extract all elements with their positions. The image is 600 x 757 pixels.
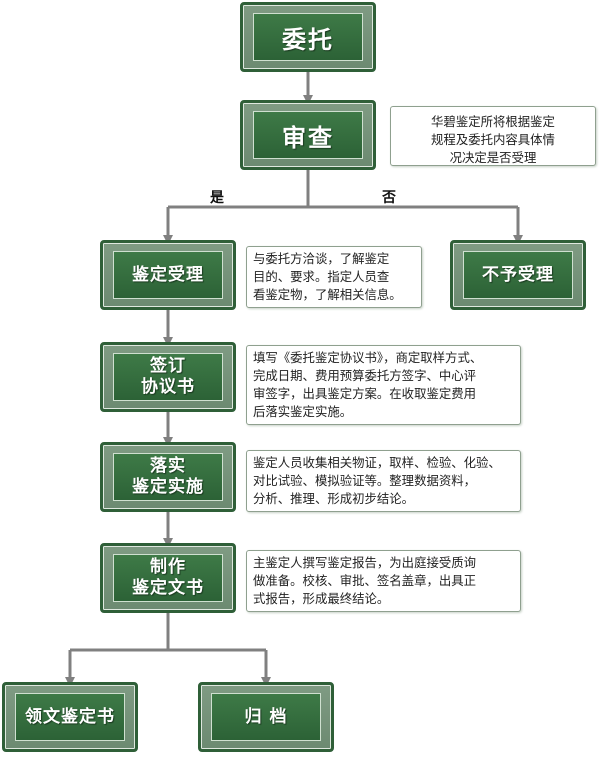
step-reject-label: 不予受理	[482, 264, 554, 285]
step-receive-label: 领文鉴定书	[25, 706, 115, 727]
note-review-line: 规程及委托内容具体情	[431, 132, 555, 147]
note-accept-line: 目的、要求。指定人员查	[253, 269, 390, 284]
note-sign-line: 填写《委托鉴定协议书》，商定取样方式、	[253, 350, 483, 365]
step-entrust-label: 委托	[282, 25, 334, 54]
step-receive-report[interactable]: 领文鉴定书	[2, 682, 138, 752]
step-implement-label-line1: 落实	[150, 456, 186, 476]
note-accept-line: 与委托方洽谈，了解鉴定	[253, 251, 390, 266]
note-accept: 与委托方洽谈，了解鉴定 目的、要求。指定人员查 看鉴定物，了解相关信息。	[246, 246, 422, 308]
note-produce-line: 做准备。校核、审批、签名盖章，出具正	[253, 573, 477, 588]
note-review: 华碧鉴定所将根据鉴定 规程及委托内容具体情 况决定是否受理	[390, 106, 596, 166]
branch-label-no: 否	[382, 190, 396, 206]
note-implement-line: 分析、推理、形成初步结论。	[253, 491, 415, 506]
step-sign-agreement[interactable]: 签订 协议书	[100, 342, 236, 412]
step-sign-label-line2: 协议书	[141, 377, 195, 397]
note-sign-line: 审签字，出具鉴定方案。在收取鉴定费用	[253, 386, 477, 401]
note-sign: 填写《委托鉴定协议书》，商定取样方式、 完成日期、费用预算委托方签字、中心评 审…	[246, 345, 521, 425]
note-sign-line: 完成日期、费用预算委托方签字、中心评	[253, 368, 477, 383]
branch-label-yes: 是	[210, 190, 224, 206]
note-implement-line: 对比试验、模拟验证等。整理数据资料，	[253, 473, 477, 488]
step-archive[interactable]: 归 档	[198, 682, 334, 752]
note-review-line: 华碧鉴定所将根据鉴定	[431, 114, 555, 129]
note-implement-line: 鉴定人员收集相关物证，取样、检验、化验、	[253, 455, 501, 470]
step-implement[interactable]: 落实 鉴定实施	[100, 442, 236, 512]
step-accept[interactable]: 鉴定受理	[100, 240, 236, 310]
note-sign-line: 后落实鉴定实施。	[253, 404, 353, 419]
step-implement-label-line2: 鉴定实施	[132, 477, 204, 497]
step-produce-label-line2: 鉴定文书	[132, 578, 204, 598]
step-reject[interactable]: 不予受理	[450, 240, 586, 310]
note-produce-line: 式报告，形成最终结论。	[253, 591, 390, 606]
step-archive-label: 归 档	[244, 706, 288, 727]
step-review-label: 审查	[282, 123, 334, 152]
step-produce-document[interactable]: 制作 鉴定文书	[100, 543, 236, 613]
step-sign-label-line1: 签订	[150, 356, 186, 376]
step-entrust[interactable]: 委托	[240, 2, 376, 72]
step-review[interactable]: 审查	[240, 100, 376, 170]
note-produce-line: 主鉴定人撰写鉴定报告，为出庭接受质询	[253, 555, 477, 570]
step-accept-label: 鉴定受理	[132, 264, 204, 285]
note-produce: 主鉴定人撰写鉴定报告，为出庭接受质询 做准备。校核、审批、签名盖章，出具正 式报…	[246, 550, 521, 612]
step-produce-label-line1: 制作	[150, 557, 186, 577]
note-review-line: 况决定是否受理	[449, 150, 537, 165]
note-implement: 鉴定人员收集相关物证，取样、检验、化验、 对比试验、模拟验证等。整理数据资料， …	[246, 450, 521, 512]
note-accept-line: 看鉴定物，了解相关信息。	[253, 287, 402, 302]
